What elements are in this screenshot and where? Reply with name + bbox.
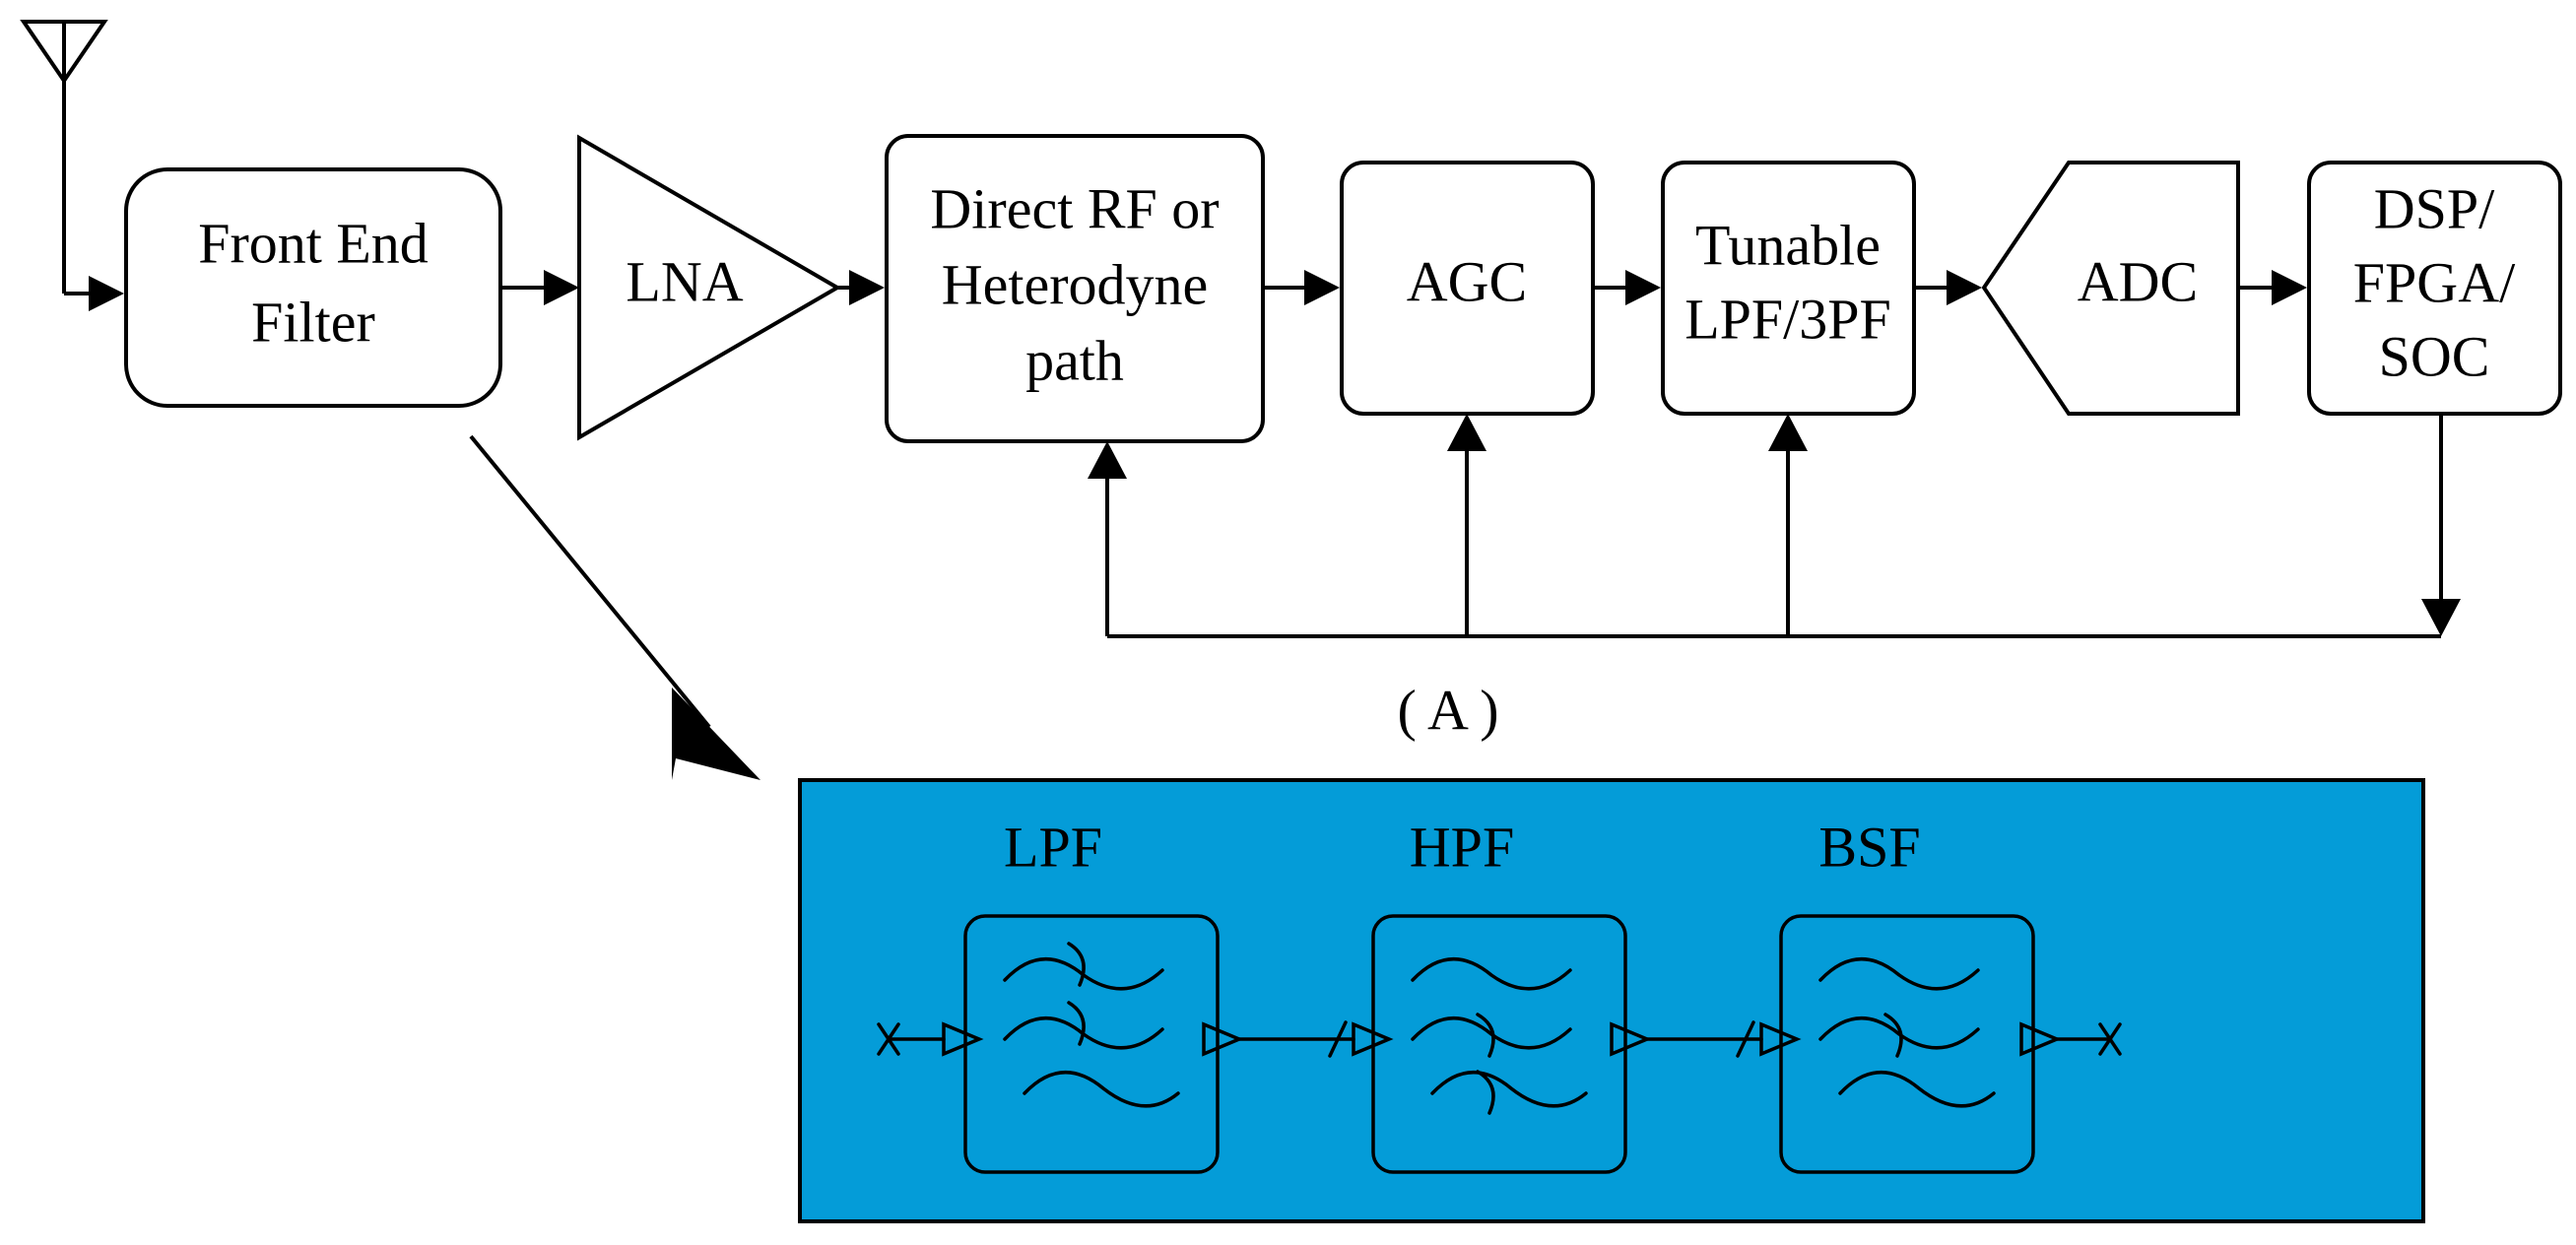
front-end-filter-label-line-2: Filter [251, 290, 375, 354]
arrow-rf-path-to-agc [1263, 270, 1340, 305]
rf-path-label-line-3: path [1025, 328, 1124, 392]
hpf-filter-icon [1371, 914, 1627, 1174]
bsf-filter-icon [1779, 914, 2035, 1174]
adc-block: ADC [1981, 161, 2240, 416]
adc-label: ADC [2078, 249, 2198, 313]
panel-label: ( A ) [1397, 678, 1498, 742]
dsp-label-line-1: DSP/ [2374, 176, 2495, 240]
front-end-filter-label-line-1: Front End [198, 211, 429, 275]
arrow-filter-to-lna [500, 270, 579, 305]
agc-label: AGC [1407, 249, 1527, 313]
connector-lpf-to-hpf [1237, 1020, 1394, 1058]
arrow-adc-to-dsp [2238, 270, 2307, 305]
tunable-filter-block: Tunable LPF/3PF [1661, 161, 1916, 416]
front-end-filter-block: Front End Filter [124, 167, 502, 408]
hpf-output-port-icon [1610, 1021, 1652, 1057]
lna-amplifier: LNA [577, 134, 841, 441]
hpf-title: HPF [1410, 815, 1514, 879]
agc-block: AGC [1340, 161, 1595, 416]
dsp-label-line-3: SOC [2379, 324, 2490, 388]
lpf-output-port-icon [1202, 1021, 1244, 1057]
tunable-label-line-1: Tunable [1695, 213, 1881, 277]
input-terminal-icon [877, 1021, 984, 1057]
lpf-title: LPF [1004, 815, 1102, 879]
antenna-icon [20, 20, 124, 311]
lpf-filter-icon [963, 914, 1220, 1174]
feedback-control-loop [1088, 414, 2461, 638]
arrow-agc-to-tunable [1593, 270, 1661, 305]
arrow-lna-to-rf-path [837, 270, 885, 305]
tunable-label-line-2: LPF/3PF [1684, 287, 1891, 351]
zoom-arrow [469, 434, 760, 780]
filter-detail-background [798, 778, 2425, 1223]
lna-label: LNA [626, 249, 743, 313]
arrow-tunable-to-adc [1914, 270, 1982, 305]
rf-path-label-line-1: Direct RF or [930, 176, 1219, 240]
rf-path-block: Direct RF or Heterodyne path [885, 134, 1265, 443]
connector-hpf-to-bsf [1645, 1020, 1802, 1058]
output-terminal-icon [2019, 1021, 2122, 1057]
dsp-label-line-2: FPGA/ [2353, 250, 2516, 314]
rf-path-label-line-2: Heterodyne [942, 252, 1209, 316]
bsf-title: BSF [1818, 815, 1920, 879]
dsp-fpga-soc-block: DSP/ FPGA/ SOC [2307, 161, 2562, 416]
filter-detail-panel: LPF HPF BSF [798, 778, 2425, 1223]
